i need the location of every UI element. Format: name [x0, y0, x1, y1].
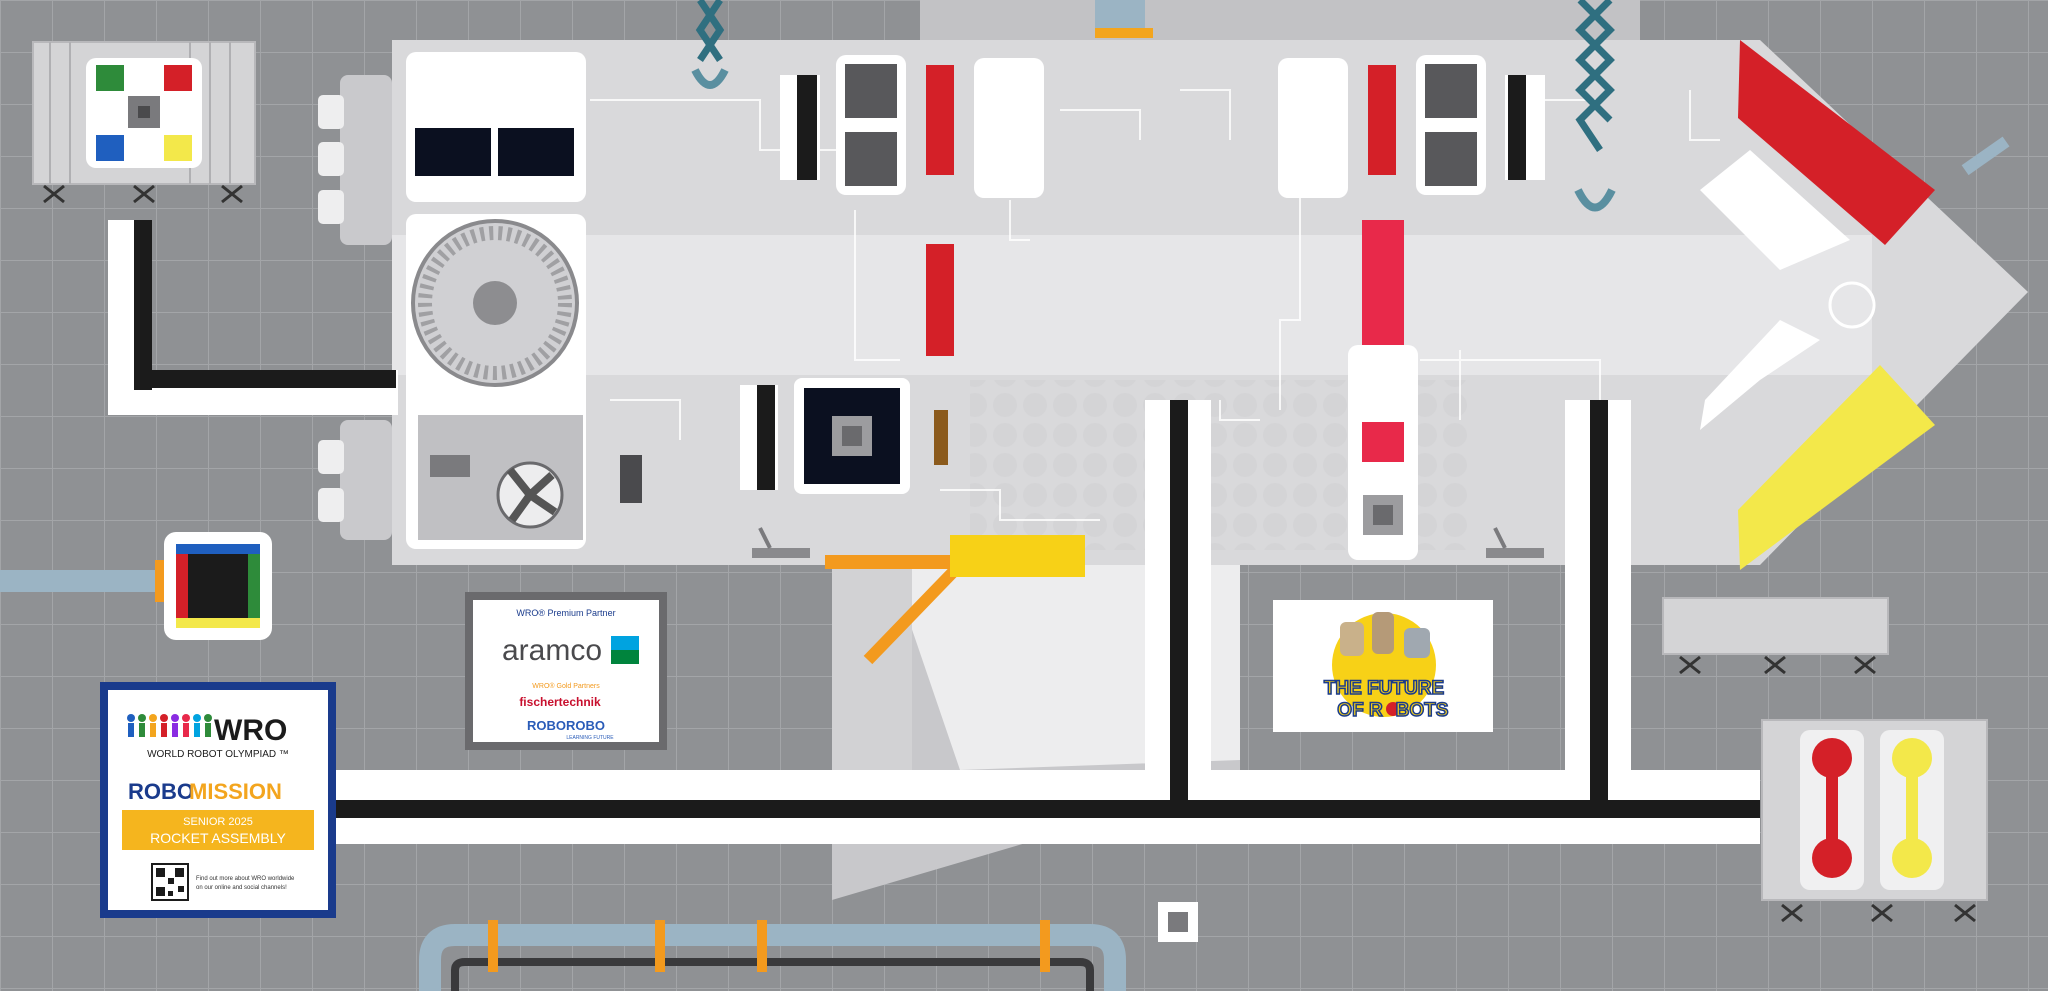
sponsor-board: WRO® Premium Partner aramco WRO® Gold Pa…	[465, 592, 667, 750]
aramco-logo: aramco	[502, 634, 602, 667]
red-element	[926, 65, 954, 175]
path-line-left	[108, 220, 398, 415]
yellow-area-icon	[164, 135, 192, 161]
wro-full-name: WORLD ROBOT OLYMPIAD ™	[147, 749, 289, 760]
red-area-icon	[164, 65, 192, 91]
bottom-pipes	[419, 902, 1198, 991]
premium-partner-label: WRO® Premium Partner	[516, 608, 615, 618]
ramp	[825, 535, 1085, 665]
qr-code-icon	[151, 863, 189, 901]
badge-line-2a: OF R	[1337, 700, 1383, 721]
rocket-nose	[1700, 40, 2010, 570]
robot-character-icon	[1340, 622, 1364, 656]
assembly-block	[620, 378, 948, 503]
season-label: SENIOR 2025	[183, 816, 253, 828]
badge-line-2b: BOTS	[1396, 700, 1449, 721]
robot-arm-right	[1574, 0, 1616, 212]
wro-people-icon	[127, 714, 212, 737]
red-zone	[1738, 40, 1935, 245]
red-element	[926, 244, 954, 356]
yellow-zone	[1738, 365, 1935, 570]
lever-station	[1761, 719, 1988, 923]
pink-element	[1362, 220, 1404, 350]
parking-area	[32, 41, 256, 204]
pink-element	[1362, 422, 1404, 462]
module-slots-right	[1278, 55, 1545, 350]
path-line-bottom	[330, 400, 1760, 844]
claw-icon	[691, 68, 729, 89]
wro-logo: WRO	[214, 714, 287, 747]
robot-character-icon	[1372, 612, 1394, 654]
theme-badge: THE FUTURE OF R BOTS	[1273, 600, 1493, 732]
module-slots-left	[780, 55, 1044, 356]
robot-arm-left	[691, 0, 729, 89]
roborobo-logo: ROBOROBO	[527, 718, 605, 733]
theme-label: ROCKET ASSEMBLY	[150, 830, 286, 846]
robot-character-icon	[1404, 628, 1430, 658]
blue-area-icon	[96, 135, 124, 161]
green-area-icon	[96, 65, 124, 91]
yellow-block	[950, 535, 1085, 577]
robomission-suffix: MISSION	[189, 779, 282, 804]
mission-card: WRO WORLD ROBOT OLYMPIAD ™ ROBO MISSION …	[100, 682, 336, 918]
red-element	[1368, 65, 1396, 175]
roborobo-tagline: LEARNING FUTURE	[566, 735, 614, 741]
robomission-prefix: ROBO	[128, 779, 194, 804]
badge-o-icon	[1386, 702, 1400, 716]
claw-icon	[1574, 188, 1616, 212]
shelf-right	[1662, 597, 1889, 675]
badge-line-1: THE FUTURE	[1324, 678, 1444, 699]
social-text-2: on our online and social channels!	[196, 885, 287, 891]
social-text-1: Find out more about WRO worldwide	[196, 876, 295, 882]
colour-bin	[164, 532, 272, 640]
brown-element	[934, 410, 948, 465]
launch-tower	[1348, 345, 1418, 560]
gold-partner-label: WRO® Gold Partners	[532, 682, 600, 690]
platform-switches	[752, 527, 1544, 558]
fischertechnik-logo: fischertechnik	[519, 695, 601, 709]
engine-console	[318, 52, 586, 549]
